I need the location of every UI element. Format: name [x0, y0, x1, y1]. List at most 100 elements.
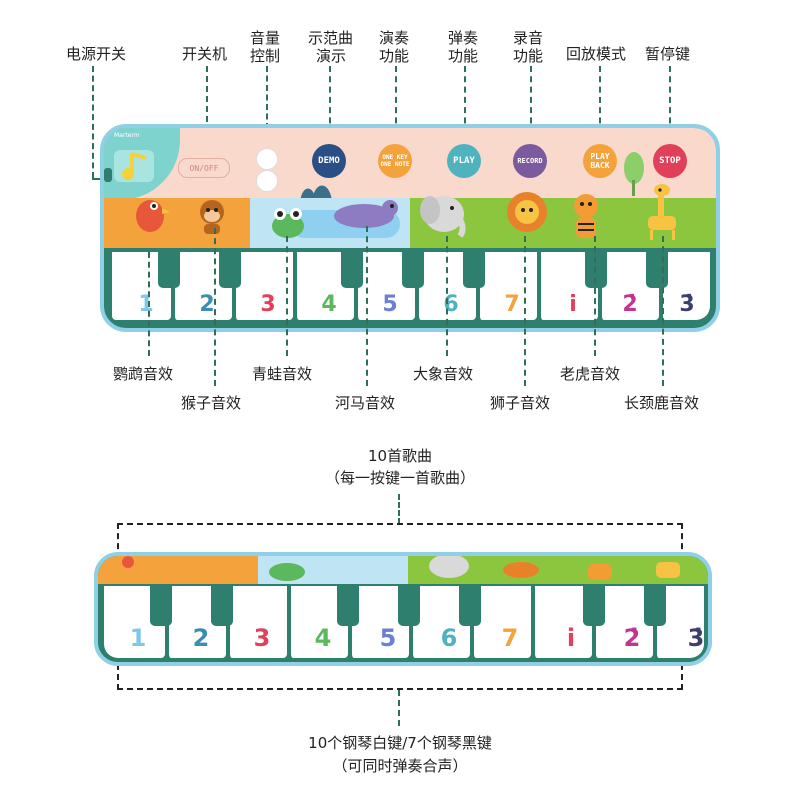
key-label: 2	[192, 624, 210, 652]
key-label: 7	[504, 292, 520, 317]
monkey-icon	[200, 200, 224, 234]
leader-tiger	[594, 236, 596, 356]
songs-title: 10首歌曲	[367, 447, 433, 465]
volume-down-button[interactable]	[256, 170, 278, 192]
key-label: 4	[321, 292, 337, 317]
key-label: 7	[501, 624, 519, 652]
stop-button[interactable]: STOP	[653, 144, 687, 178]
zone-orange	[104, 198, 250, 248]
label-power-switch: 电源开关	[66, 45, 127, 63]
white-key-8[interactable]	[533, 586, 592, 658]
white-key-3[interactable]	[234, 252, 293, 320]
leader-power-h	[92, 178, 104, 180]
key-label: 5	[382, 292, 398, 317]
lion-icon	[507, 192, 547, 232]
leader-giraffe	[662, 236, 664, 386]
brand-text: Marterm	[114, 132, 140, 139]
leader-demo	[329, 66, 331, 144]
key-label: 1	[138, 292, 154, 317]
black-key-3[interactable]	[337, 584, 359, 626]
tree-icon	[624, 152, 644, 196]
keys-caption-line1: 10个钢琴白键/7个钢琴黑键	[308, 734, 492, 752]
record-button[interactable]: RECORD	[513, 144, 547, 178]
one-key-line1: ONE KEY	[382, 154, 408, 161]
hippo-icon	[334, 200, 398, 228]
black-key-2[interactable]	[219, 248, 241, 288]
key-label: 3	[260, 292, 276, 317]
leader-parrot	[148, 252, 150, 356]
key-label: i	[566, 624, 576, 652]
play-back-line2: BACK	[590, 161, 610, 170]
frog-icon	[269, 563, 305, 581]
white-key-7[interactable]	[478, 252, 537, 320]
leader-volume	[266, 66, 268, 148]
music-note-icon	[114, 150, 154, 182]
label-volume-line2: 控制	[250, 47, 281, 65]
leader-lion	[524, 236, 526, 386]
key-label: 6	[443, 292, 459, 317]
key-label: 3	[253, 624, 271, 652]
black-key-4[interactable]	[402, 248, 424, 288]
black-key-7[interactable]	[646, 248, 668, 288]
black-key-2[interactable]	[211, 584, 233, 626]
label-elephant: 大象音效	[413, 365, 474, 383]
black-key-5[interactable]	[459, 584, 481, 626]
key-label: 5	[379, 624, 397, 652]
leader-keys	[398, 690, 400, 726]
black-key-3[interactable]	[341, 248, 363, 288]
key-label: 3̇	[687, 624, 705, 652]
label-lion: 狮子音效	[490, 394, 551, 412]
tiger-icon	[574, 194, 598, 238]
demo-button[interactable]: DEMO	[312, 144, 346, 178]
label-hippo: 河马音效	[335, 394, 396, 412]
label-perform-line1: 弹奏	[448, 29, 479, 47]
one-key-line2: ONE NOTE	[380, 161, 410, 168]
leader-record	[530, 66, 532, 144]
label-pause: 暂停键	[645, 45, 691, 63]
black-key-7[interactable]	[644, 584, 666, 626]
giraffe-icon	[648, 184, 676, 240]
label-playback: 回放模式	[566, 45, 627, 63]
black-key-6[interactable]	[583, 584, 605, 626]
label-demo-line2: 演示	[316, 47, 347, 65]
key-label: 3̇	[679, 292, 695, 317]
label-volume-line1: 音量	[250, 29, 281, 47]
black-key-4[interactable]	[398, 584, 420, 626]
leader-frog	[286, 236, 288, 356]
giraffe-icon	[656, 562, 680, 578]
volume-up-button[interactable]	[256, 148, 278, 170]
black-key-1[interactable]	[158, 248, 180, 288]
label-perform-line2: 功能	[448, 47, 479, 65]
white-key-10[interactable]	[661, 252, 710, 320]
parrot-icon	[122, 556, 134, 568]
black-key-6[interactable]	[585, 248, 607, 288]
key-label: 4	[314, 624, 332, 652]
black-key-5[interactable]	[463, 248, 485, 288]
power-switch[interactable]	[104, 168, 112, 182]
label-frog: 青蛙音效	[252, 365, 313, 383]
key-label: i	[569, 292, 577, 317]
label-tiger: 老虎音效	[560, 365, 621, 383]
label-play-line1: 演奏	[379, 29, 410, 47]
elephant-icon	[420, 196, 466, 238]
leader-elephant	[446, 236, 448, 356]
label-parrot: 鹦鹉音效	[113, 365, 174, 383]
key-label: 2̇	[622, 292, 638, 317]
play-back-button[interactable]: PLAY BACK	[583, 144, 617, 178]
one-key-one-note-button[interactable]: ONE KEY ONE NOTE	[378, 144, 412, 178]
leader-onoff	[206, 66, 208, 152]
key-label: 2	[199, 292, 215, 317]
label-on-off: 开关机	[182, 45, 228, 63]
black-key-1[interactable]	[150, 584, 172, 626]
leader-perform	[464, 66, 466, 144]
on-off-button[interactable]: ON/OFF	[178, 158, 230, 178]
white-key-3[interactable]	[228, 586, 287, 658]
leader-play	[395, 66, 397, 144]
white-key-7[interactable]	[472, 586, 531, 658]
play-button[interactable]: PLAY	[447, 144, 481, 178]
parrot-icon	[136, 200, 170, 232]
label-demo-line1: 示范曲	[308, 29, 354, 47]
label-play-line2: 功能	[379, 47, 410, 65]
tiger-icon	[588, 564, 612, 580]
lion-icon	[503, 562, 539, 578]
